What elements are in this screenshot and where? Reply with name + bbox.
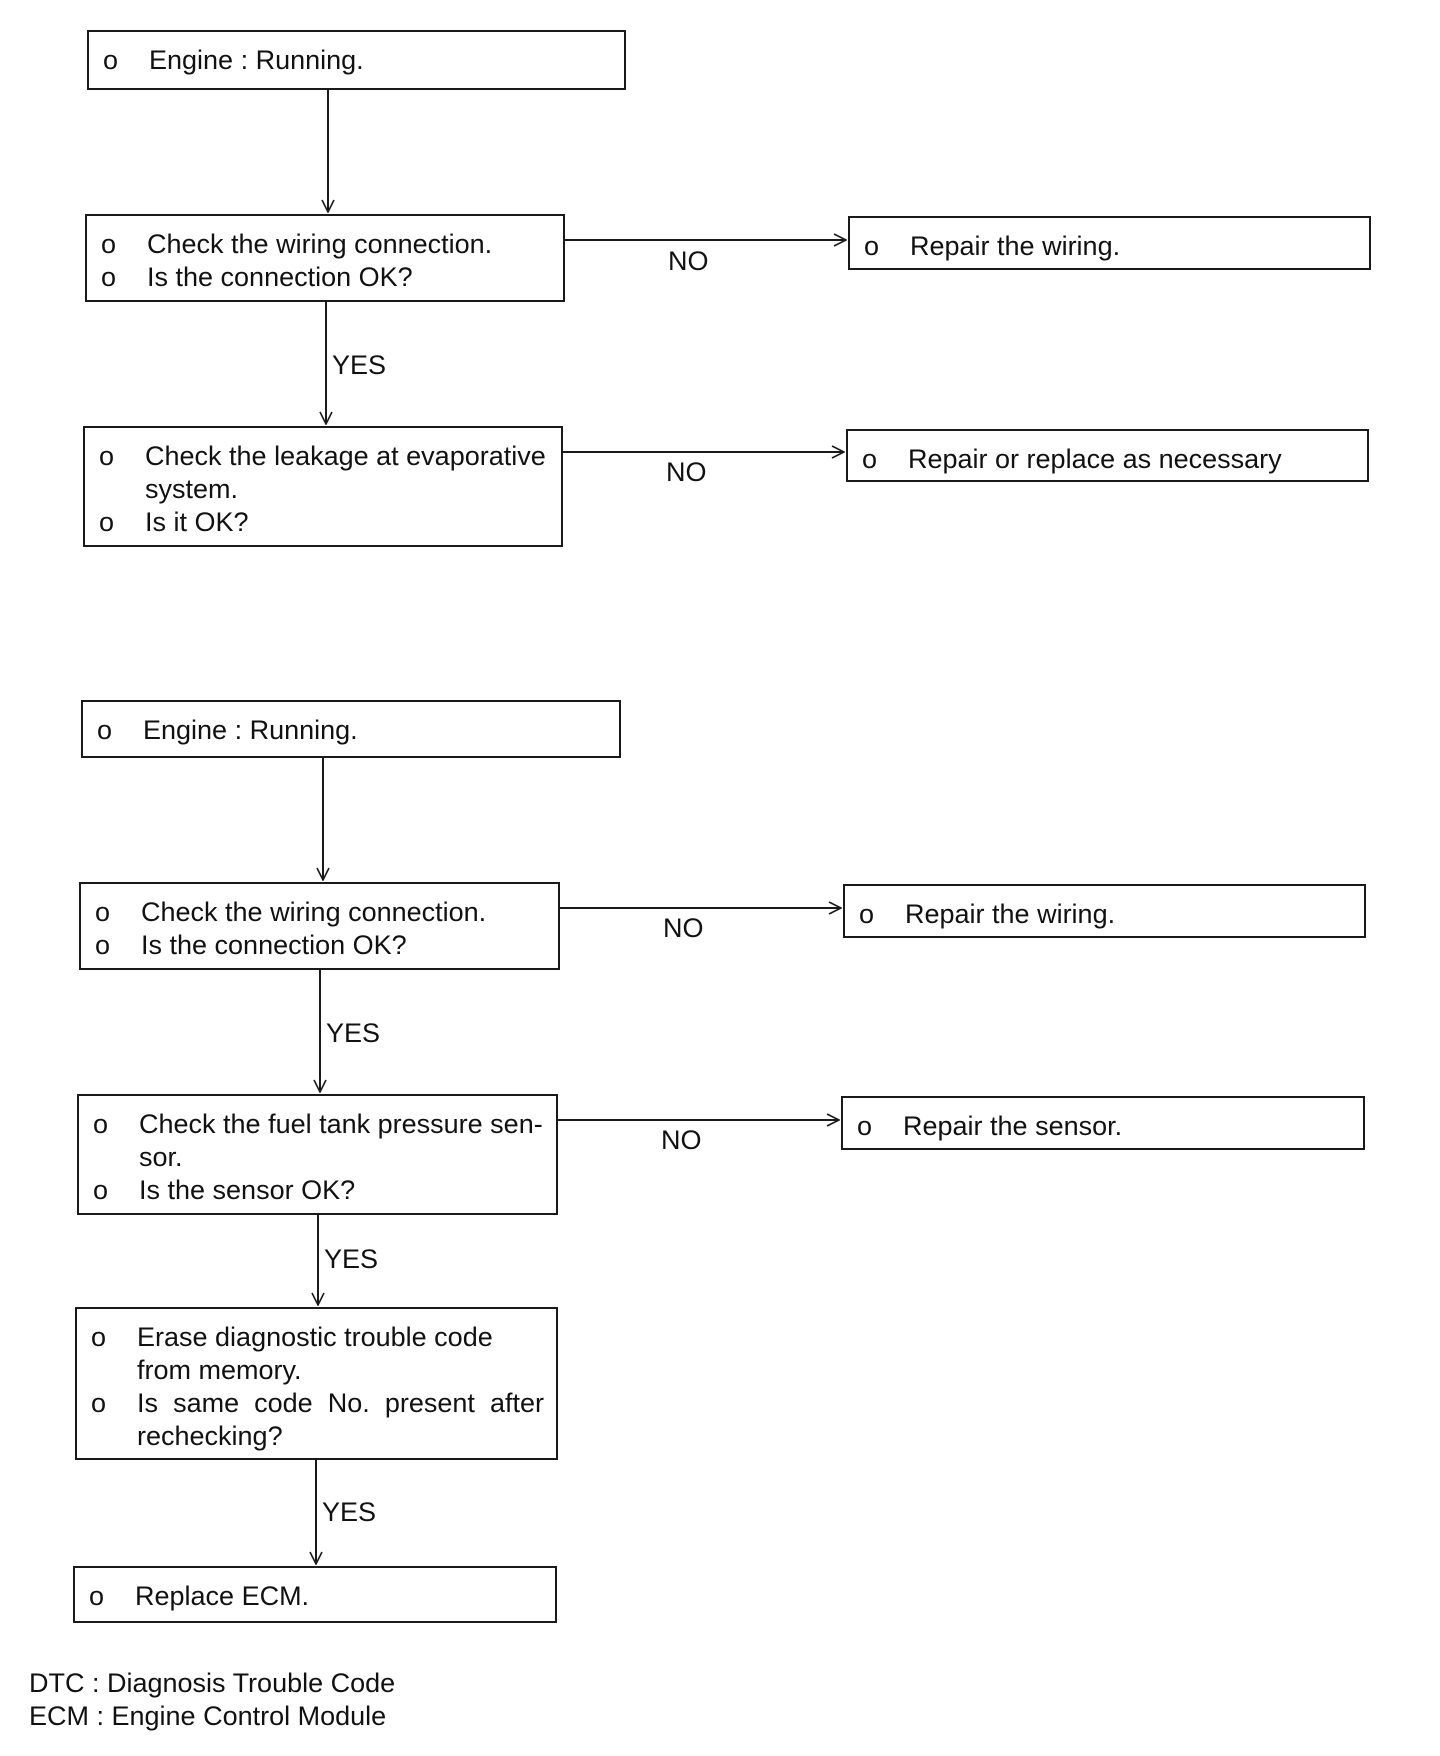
no-label: NO — [663, 913, 704, 943]
bullet: o — [864, 231, 880, 261]
bullet: o — [95, 930, 111, 960]
step-text: Repair the sensor. — [903, 1111, 1123, 1141]
no-label: NO — [661, 1125, 702, 1155]
yes-label: YES — [324, 1244, 378, 1274]
yes-label: YES — [322, 1497, 376, 1527]
step-question: Is the sensor OK? — [139, 1175, 356, 1205]
bullet: o — [857, 1111, 873, 1141]
step-text: Repair the wiring. — [905, 899, 1116, 929]
step-check-wiring-2: o Check the wiring connection. o Is the co… — [79, 882, 560, 970]
step-text: Erase diagnostic trouble code from memor… — [137, 1322, 493, 1385]
bullet: o — [93, 1175, 109, 1205]
no-label: NO — [668, 246, 709, 276]
step-check-leakage: o Check the leakage at evaporative system… — [83, 426, 563, 547]
step-check-wiring-1: o Check the wiring connection. o Is the co… — [85, 214, 565, 302]
bullet: o — [91, 1322, 107, 1352]
bullet: o — [101, 229, 117, 259]
bullet: o — [91, 1388, 107, 1418]
bullet: o — [97, 715, 113, 745]
bullet: o — [99, 441, 115, 471]
step-text: Repair or replace as necessary — [908, 444, 1282, 474]
bullet: o — [103, 45, 119, 75]
bullet: o — [859, 899, 875, 929]
bullet: o — [101, 262, 117, 292]
step-repair-wiring-2: o Repair the wiring. — [843, 884, 1366, 938]
legend-ecm: ECM : Engine Control Module — [29, 1701, 387, 1731]
bullet: o — [99, 507, 115, 537]
step-text: Engine : Running. — [143, 715, 358, 745]
step-question: Is it OK? — [145, 507, 249, 537]
step-question: Is the connection OK? — [141, 930, 407, 960]
step-text: Check the leakage at evaporative system. — [145, 441, 546, 504]
step-repair-wiring-1: o Repair the wiring. — [848, 216, 1371, 270]
step-text: Replace ECM. — [135, 1581, 310, 1611]
step-text: Check the wiring connection. — [141, 897, 487, 927]
step-erase-dtc: o Erase diagnostic trouble code from memo… — [75, 1307, 558, 1460]
step-replace-ecm: o Replace ECM. — [73, 1566, 557, 1623]
bullet: o — [95, 897, 111, 927]
step-repair-sensor: o Repair the sensor. — [841, 1096, 1365, 1150]
no-label: NO — [666, 457, 707, 487]
step-text: Check the fuel tank pressure sen- sor. — [139, 1109, 543, 1172]
step-question: Is the connection OK? — [147, 262, 413, 292]
step-question: Is same code No. present after recheckin… — [137, 1388, 544, 1451]
step-repair-replace: o Repair or replace as necessary — [846, 429, 1369, 482]
step-text: Check the wiring connection. — [147, 229, 493, 259]
bullet: o — [93, 1109, 109, 1139]
bullet: o — [862, 444, 878, 474]
step-engine-running-1: o Engine : Running. — [87, 30, 626, 90]
yes-label: YES — [326, 1018, 380, 1048]
step-text: Engine : Running. — [149, 45, 364, 75]
bullet: o — [89, 1581, 105, 1611]
abbreviation-legend: DTC : Diagnosis Trouble Code ECM : Engin… — [29, 1667, 395, 1733]
step-engine-running-2: o Engine : Running. — [81, 700, 621, 758]
step-text: Repair the wiring. — [910, 231, 1121, 261]
legend-dtc: DTC : Diagnosis Trouble Code — [29, 1668, 396, 1698]
yes-label: YES — [332, 350, 386, 380]
